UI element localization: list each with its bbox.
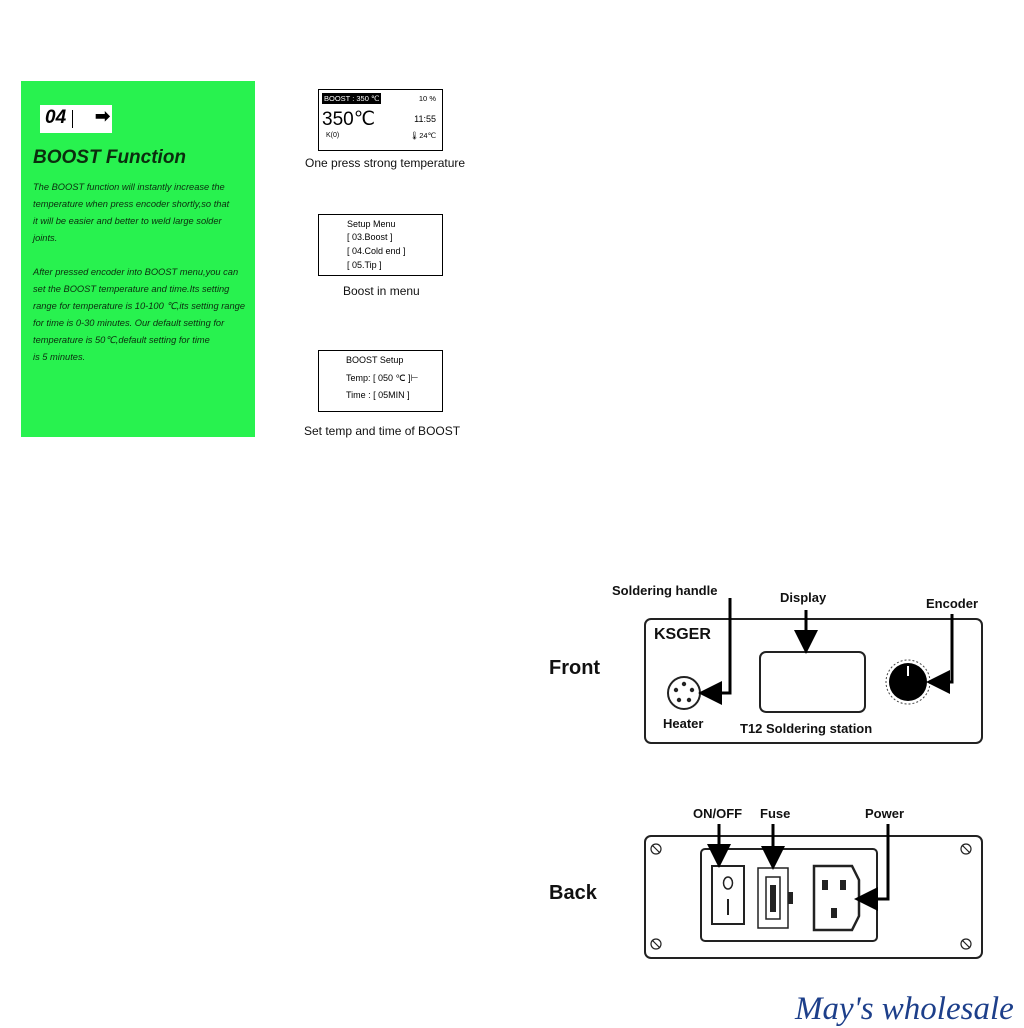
lcd-main-screen: BOOST : 350 ℃ 10 % 350℃ 11:55 K(0) 🌡24℃ — [318, 89, 443, 151]
paragraph-line: is 5 minutes. — [33, 352, 86, 362]
paragraph-line: temperature when press encoder shortly,s… — [33, 199, 230, 209]
screen2-caption: Boost in menu — [343, 284, 420, 298]
heater-connector — [667, 676, 701, 710]
boost-info-panel: 04 ➡ BOOST Function The BOOST function w… — [21, 81, 255, 437]
paragraph-line: The BOOST function will instantly increa… — [33, 182, 225, 192]
handle-arrow — [698, 598, 732, 705]
fuse-holder-icon — [757, 867, 793, 929]
brand-label: KSGER — [654, 626, 711, 643]
screw-icon — [960, 938, 972, 950]
soldering-handle-callout: Soldering handle — [612, 583, 718, 598]
paragraph-line: temperature is 50℃,default setting for t… — [33, 335, 210, 345]
screen3-caption: Set temp and time of BOOST — [304, 424, 461, 438]
display-window — [759, 651, 866, 713]
lcd-boost-setup: BOOST Setup Temp: [ 050 ℃ ]⊢ Time : [ 05… — [318, 350, 443, 412]
ambient-temperature: 🌡24℃ — [409, 131, 436, 140]
paragraph-line: it will be easier and better to weld lar… — [33, 216, 222, 226]
clock-time: 11:55 — [414, 114, 436, 124]
power-switch-icon — [711, 865, 745, 925]
paragraph-line: range for temperature is 10-100 ℃,its se… — [33, 301, 245, 311]
step-number-badge: 04 ➡ — [40, 105, 112, 133]
tip-type: K(0) — [326, 132, 340, 139]
fuse-callout: Fuse — [760, 806, 791, 821]
watermark: May's wholesale — [795, 991, 1014, 1027]
boost-time-setting: Time : [ 05MIN ] — [346, 390, 410, 400]
station-label: T12 Soldering station — [740, 721, 873, 736]
lcd-setup-menu: Setup Menu [ 03.Boost ] [ 04.Cold end ] … — [318, 214, 443, 276]
screw-icon — [960, 843, 972, 855]
heater-label: Heater — [663, 716, 704, 731]
screw-icon — [650, 938, 662, 950]
boost-temp-setting: Temp: [ 050 ℃ ]⊢ — [346, 373, 419, 383]
encoder-arrow — [926, 614, 954, 694]
display-callout: Display — [780, 590, 827, 605]
paragraph-line: set the BOOST temperature and time.Its s… — [33, 284, 230, 294]
screw-icon — [650, 843, 662, 855]
menu-item-tip: [ 05.Tip ] — [347, 260, 382, 270]
boost-setup-title: BOOST Setup — [346, 355, 404, 365]
power-percent: 10 % — [418, 94, 436, 103]
badge-divider — [72, 110, 73, 128]
panel-paragraph-2: After pressed encoder into BOOST menu,yo… — [33, 264, 259, 366]
boost-status-bar: BOOST : 350 ℃ — [322, 93, 382, 104]
power-socket-icon — [812, 864, 861, 932]
menu-item-boost: [ 03.Boost ] — [347, 232, 393, 242]
right-arrow-icon: ➡ — [95, 106, 111, 126]
screen1-caption: One press strong temperature — [305, 156, 466, 170]
paragraph-line: joints. — [33, 233, 58, 243]
power-arrow — [854, 824, 890, 911]
panel-title: BOOST Function — [33, 147, 187, 168]
panel-paragraph-1: The BOOST function will instantly increa… — [33, 179, 259, 247]
paragraph-line: for time is 0-30 minutes. Our default se… — [33, 318, 225, 328]
set-temperature: 350℃ — [322, 109, 376, 130]
encoder-callout: Encoder — [926, 596, 979, 611]
on-off-callout: ON/OFF — [693, 806, 743, 821]
power-callout: Power — [865, 806, 905, 821]
back-label: Back — [549, 882, 597, 904]
front-label: Front — [549, 657, 601, 679]
menu-item-cold-end: [ 04.Cold end ] — [347, 246, 406, 256]
step-number: 04 — [45, 107, 67, 128]
paragraph-line: After pressed encoder into BOOST menu,yo… — [33, 267, 239, 277]
menu-title: Setup Menu — [347, 219, 396, 229]
